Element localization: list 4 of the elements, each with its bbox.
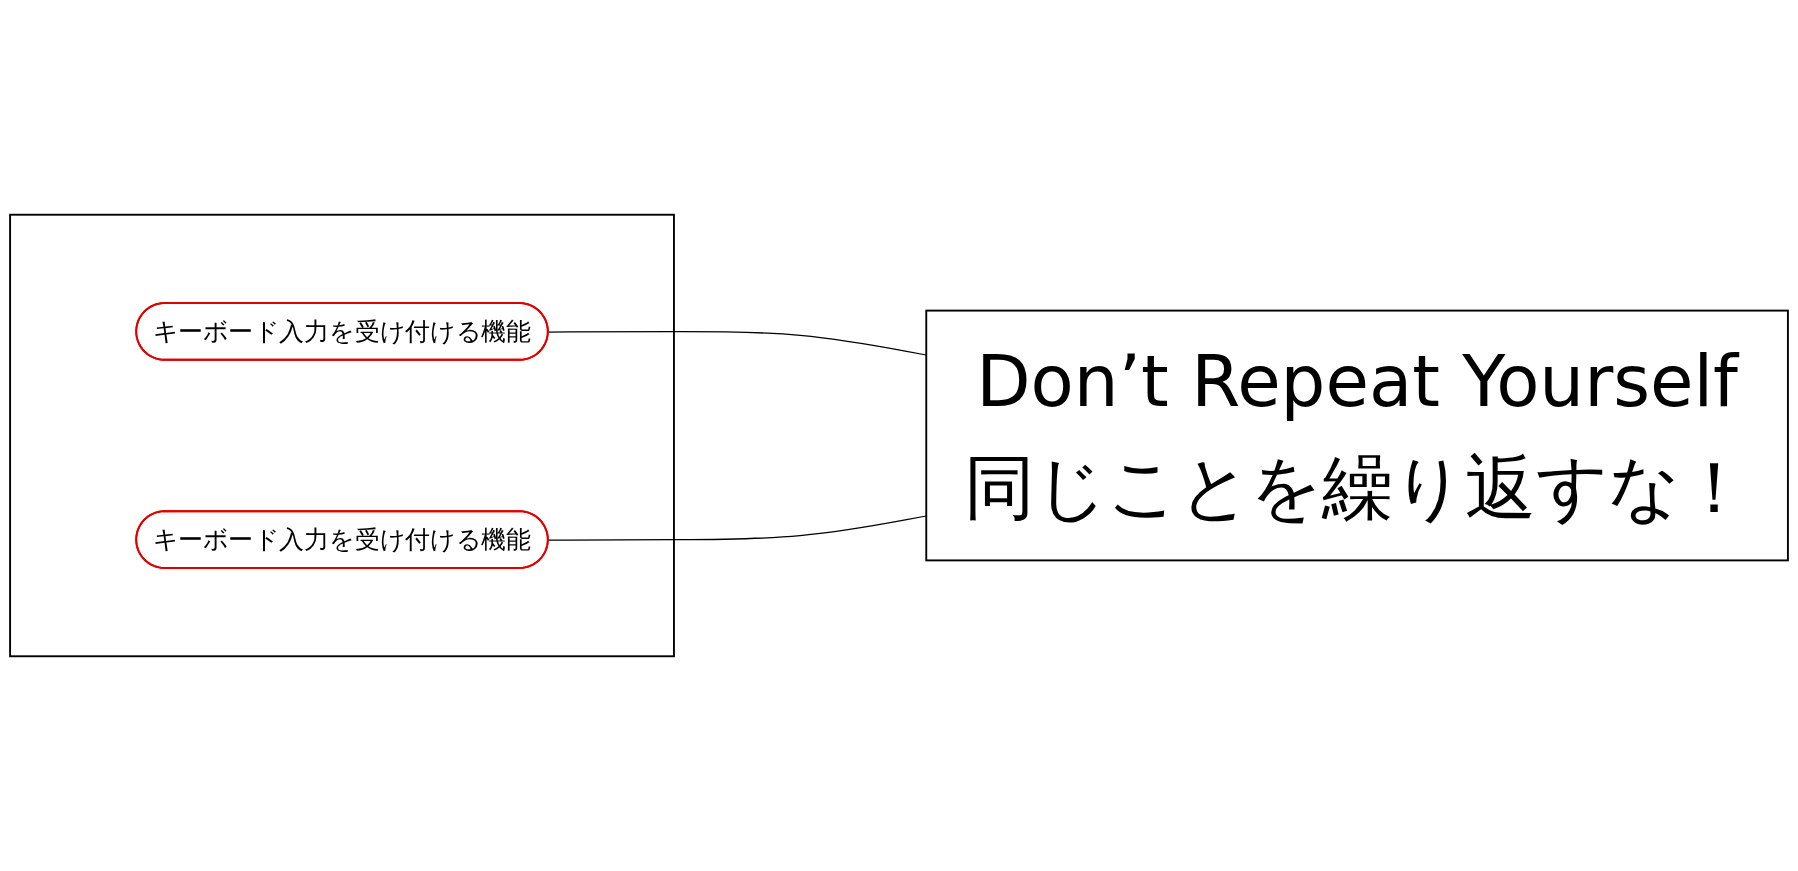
connector	[547, 515, 927, 541]
node-box	[925, 309, 1789, 562]
connector	[547, 330, 927, 356]
cluster	[9, 213, 675, 658]
